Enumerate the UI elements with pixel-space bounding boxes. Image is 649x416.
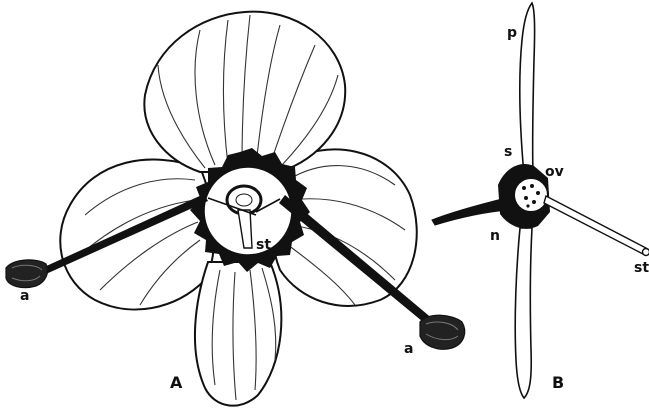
anther-left	[6, 260, 48, 288]
label-sepal: s	[504, 144, 512, 160]
panel-label-b: B	[552, 373, 564, 392]
label-nectary: n	[490, 228, 500, 244]
panel-label-a: A	[170, 373, 183, 392]
petal-left	[60, 160, 214, 310]
label-petal: p	[507, 25, 517, 41]
label-anther-left: a	[20, 288, 29, 304]
sepal-left	[432, 198, 508, 225]
petal-lower-strap	[515, 228, 532, 398]
label-stigma-b: st	[634, 260, 649, 276]
label-anther-right: a	[404, 341, 413, 357]
figure-b-flower-side-view: p s ov n st B	[432, 3, 649, 398]
style-rod	[544, 196, 646, 254]
petal-bottom	[195, 262, 281, 406]
petal-upper-strap	[520, 3, 535, 175]
petal-top	[144, 12, 345, 172]
label-ovary: ov	[545, 164, 564, 180]
ovary	[514, 178, 548, 212]
figure-a-flower-front-view: a a st A	[6, 12, 465, 406]
label-stigma-a: st	[256, 237, 271, 253]
anther-right	[420, 315, 465, 349]
stigma-tip	[643, 249, 649, 256]
